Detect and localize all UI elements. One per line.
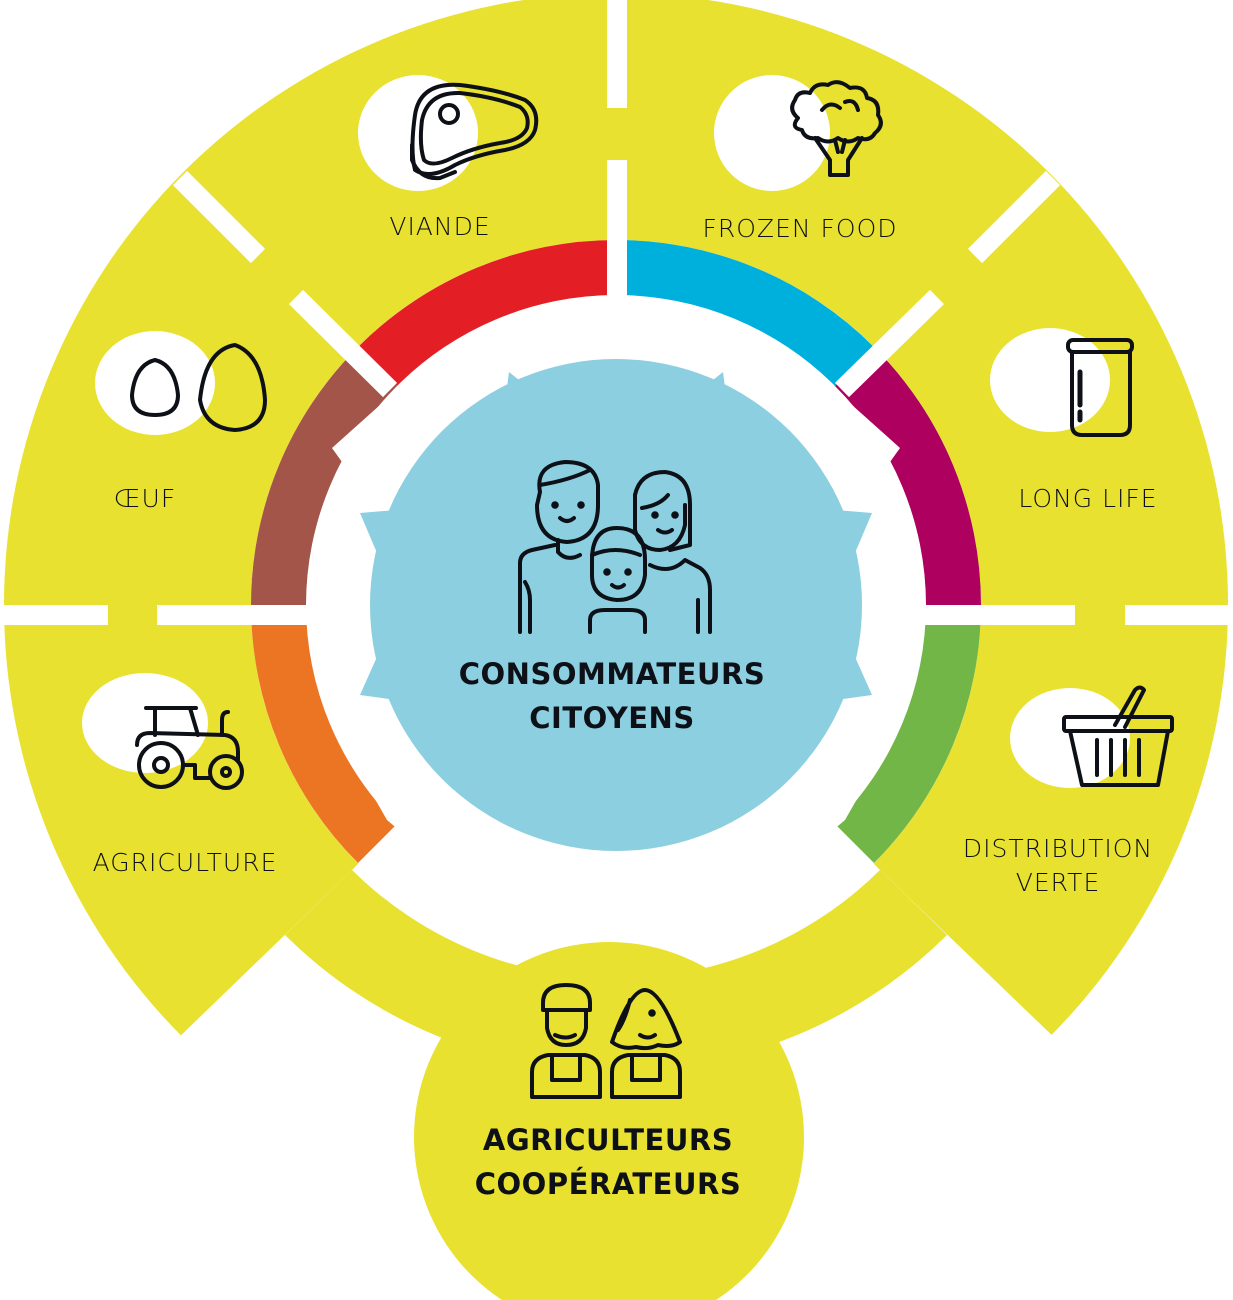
inner-ring <box>251 240 981 863</box>
ring-segment-oeuf <box>251 347 397 605</box>
segment-label-viande: VIANDE <box>389 212 491 241</box>
segment-label-long-life: LONG LIFE <box>1018 484 1158 513</box>
bottom-hub <box>414 942 804 1300</box>
segment-label-agriculture: AGRICULTURE <box>92 848 278 877</box>
ring-gaps <box>0 0 1233 625</box>
connector-arc <box>285 870 947 1072</box>
family-icon <box>518 460 712 634</box>
farmers-icon <box>530 983 682 1099</box>
steak-icon <box>410 82 539 181</box>
bottom-hub-title: AGRICULTEURS COOPÉRATEURS <box>475 1118 742 1206</box>
ring-segment-frozen-food <box>616 240 874 386</box>
center-hub-title-line1: CONSOMMATEURS <box>458 657 766 691</box>
segment-label-oeuf: ŒUF <box>113 484 177 513</box>
bottom-hub-title-line1: AGRICULTEURS <box>482 1123 734 1157</box>
ring-segment-viande <box>358 240 616 386</box>
bottom-hub-title-line2: COOPÉRATEURS <box>474 1167 742 1201</box>
cauliflower-icon <box>790 80 883 177</box>
jar-icon <box>1066 338 1134 437</box>
basket-icon <box>1062 685 1174 787</box>
segment-label-frozen-food: FROZEN FOOD <box>702 214 898 243</box>
ring-segment-distribution-verte <box>835 605 981 863</box>
segment-label-distribution-verte: DISTRIBUTION VERTE <box>963 832 1153 900</box>
segment-label-line: VERTE <box>1015 868 1101 897</box>
segment-label-line: DISTRIBUTION <box>962 834 1154 863</box>
tractor-icon <box>135 706 244 790</box>
eggs-icon <box>130 343 267 432</box>
ring-segment-long-life <box>835 347 981 605</box>
center-hub-title: CONSOMMATEURS CITOYENS <box>459 652 766 740</box>
ring-segment-agriculture <box>251 605 397 863</box>
center-hub-title-line2: CITOYENS <box>529 701 695 735</box>
center-hub <box>360 359 872 851</box>
